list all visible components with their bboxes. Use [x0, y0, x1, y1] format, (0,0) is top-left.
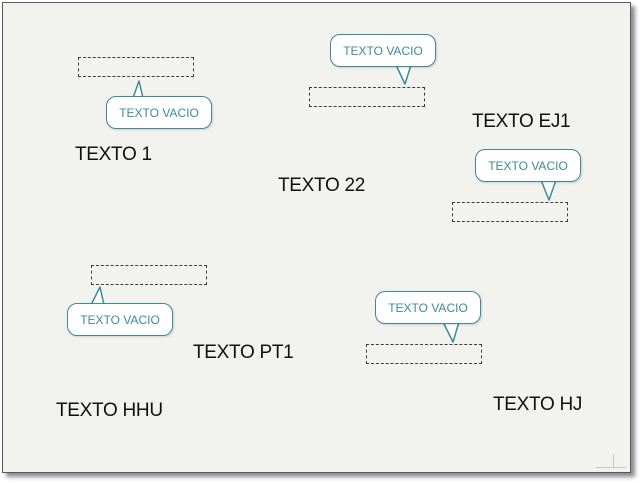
label-texto-pt1: TEXTO PT1 — [193, 342, 294, 363]
callout-tail-1 — [132, 80, 144, 99]
label-texto-ej1: TEXTO EJ1 — [472, 111, 571, 132]
label-texto-1: TEXTO 1 — [75, 144, 152, 165]
callout-tail-4 — [90, 286, 105, 306]
callout-texto-vacio-5: TEXTO VACIO — [375, 291, 481, 324]
resize-grip-line-vertical — [613, 454, 614, 468]
label-texto-hj: TEXTO HJ — [493, 394, 583, 415]
canvas-panel: TEXTO VACIO TEXTO VACIO TEXTO VACIO TEXT… — [2, 2, 631, 473]
callout-texto-vacio-3: TEXTO VACIO — [475, 149, 581, 182]
text-field-1[interactable] — [78, 57, 194, 77]
text-field-4[interactable] — [91, 265, 207, 285]
label-texto-22: TEXTO 22 — [278, 175, 366, 196]
text-field-5[interactable] — [366, 344, 482, 364]
callout-texto-vacio-2: TEXTO VACIO — [330, 34, 436, 67]
text-field-3[interactable] — [452, 202, 568, 222]
text-field-2[interactable] — [309, 87, 425, 107]
label-texto-hhu: TEXTO HHU — [56, 400, 163, 421]
callout-tail-3 — [540, 179, 557, 201]
callout-texto-vacio-4: TEXTO VACIO — [67, 303, 173, 336]
resize-grip-line — [596, 467, 626, 468]
callout-tail-2 — [395, 64, 412, 85]
callout-texto-vacio-1: TEXTO VACIO — [106, 96, 212, 129]
callout-tail-5 — [442, 321, 460, 343]
